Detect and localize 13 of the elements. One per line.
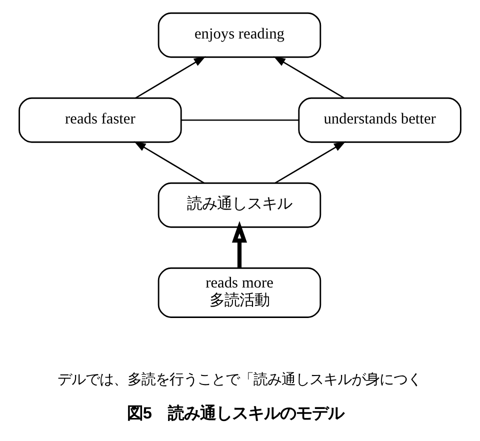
arrow: [273, 56, 344, 98]
caption: 図5 読み通しスキルのモデル: [126, 404, 344, 422]
arrow: [274, 140, 346, 184]
node-box: reads more 多読活動: [158, 266, 322, 318]
arrow: [135, 56, 206, 98]
arrow: [232, 220, 248, 268]
node-box: enjoys reading: [158, 12, 322, 58]
node-box: 読み通しスキル: [158, 182, 322, 228]
node-box: understands better: [298, 96, 462, 142]
arrow: [134, 140, 204, 184]
node-box: reads faster: [18, 96, 182, 142]
connector: [181, 118, 299, 120]
label: デルでは、多読を行うことで「読み通しスキルが身につく: [57, 372, 422, 388]
